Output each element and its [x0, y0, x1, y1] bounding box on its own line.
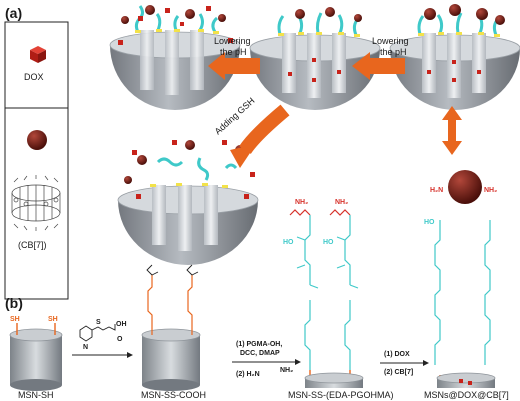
- arrow-lower-ph-2-line1: Lowering: [372, 36, 409, 46]
- cb7-legend-label: (CB[7]): [18, 240, 47, 250]
- step2-line4: NH₂: [280, 367, 293, 374]
- msn-sh-particle: [9, 323, 63, 391]
- step2-line1: (1) PGMA-OH,: [236, 341, 282, 348]
- arrow-lower-ph-1-line1: Lowering: [214, 36, 251, 46]
- nanoparticle-capped-top: [389, 4, 520, 110]
- reagent-o-label: O: [117, 336, 123, 343]
- arrow-lower-ph-1: [208, 52, 260, 80]
- nh2-label-3: NH₂: [484, 187, 497, 194]
- panel-b-label: (b): [5, 295, 23, 311]
- nh2-label-1: NH₂: [295, 199, 308, 206]
- ho-label-2: HO: [323, 239, 334, 246]
- arrow-lower-ph-2: [352, 52, 405, 80]
- pyridyl-disulfide-reagent: [79, 324, 116, 342]
- sh-label-1: SH: [10, 316, 20, 323]
- reagent-s-label: S: [96, 319, 101, 326]
- arrow-add-gsh: [230, 104, 290, 168]
- cb7-sphere-icon: [27, 130, 47, 150]
- nanoparticle-released-top: [109, 5, 241, 110]
- step2-line2: DCC, DMAP: [240, 350, 280, 357]
- material-2-label: MSN-SS-COOH: [141, 390, 206, 400]
- sh-label-2: SH: [48, 316, 58, 323]
- legend-box: DOX (CB[7]): [4, 21, 69, 300]
- cb7-structure-icon: [11, 175, 61, 231]
- msn-dox-cb7-particle: [436, 372, 496, 388]
- dox-legend-label: DOX: [24, 72, 44, 82]
- msn-eda-pgohma-particle: [304, 372, 364, 388]
- arrow-add-gsh-label: Adding GSH: [213, 96, 257, 137]
- ho-label-1: HO: [283, 239, 294, 246]
- h2n-label: H₂N: [430, 187, 443, 194]
- ho-label-3: HO: [424, 219, 435, 226]
- nanoparticle-intermediate: [249, 7, 381, 110]
- dox-cube-icon: [30, 46, 46, 63]
- reagent-oh-label: OH: [116, 321, 127, 328]
- reagent-n-label: N: [83, 344, 88, 351]
- step2-line3: (2) H₂N: [236, 371, 260, 378]
- material-3-label: MSN-SS-(EDA-PGOHMA): [288, 390, 394, 400]
- arrow-bidirectional: [442, 106, 462, 155]
- panel-a-label: (a): [5, 5, 22, 21]
- capped-chain-right: [484, 220, 491, 385]
- material-1-label: MSN-SH: [18, 390, 54, 400]
- polymer-chain-left: [289, 209, 319, 380]
- material-4-label: MSNs@DOX@CB[7]: [424, 390, 509, 400]
- msn-ss-cooh-particle: [141, 264, 201, 391]
- arrow-lower-ph-1-line2: the pH: [220, 47, 247, 57]
- cb7-cap-sphere: [448, 170, 482, 204]
- step3-line2: (2) CB[7]: [384, 369, 413, 376]
- capped-chain-left: [434, 220, 441, 385]
- polymer-chain-right: [329, 209, 359, 380]
- step3-line1: (1) DOX: [384, 351, 410, 358]
- nh2-label-2: NH₂: [335, 199, 348, 206]
- nanoparticle-released-gsh: [117, 140, 259, 265]
- arrow-lower-ph-2-line2: the pH: [380, 47, 407, 57]
